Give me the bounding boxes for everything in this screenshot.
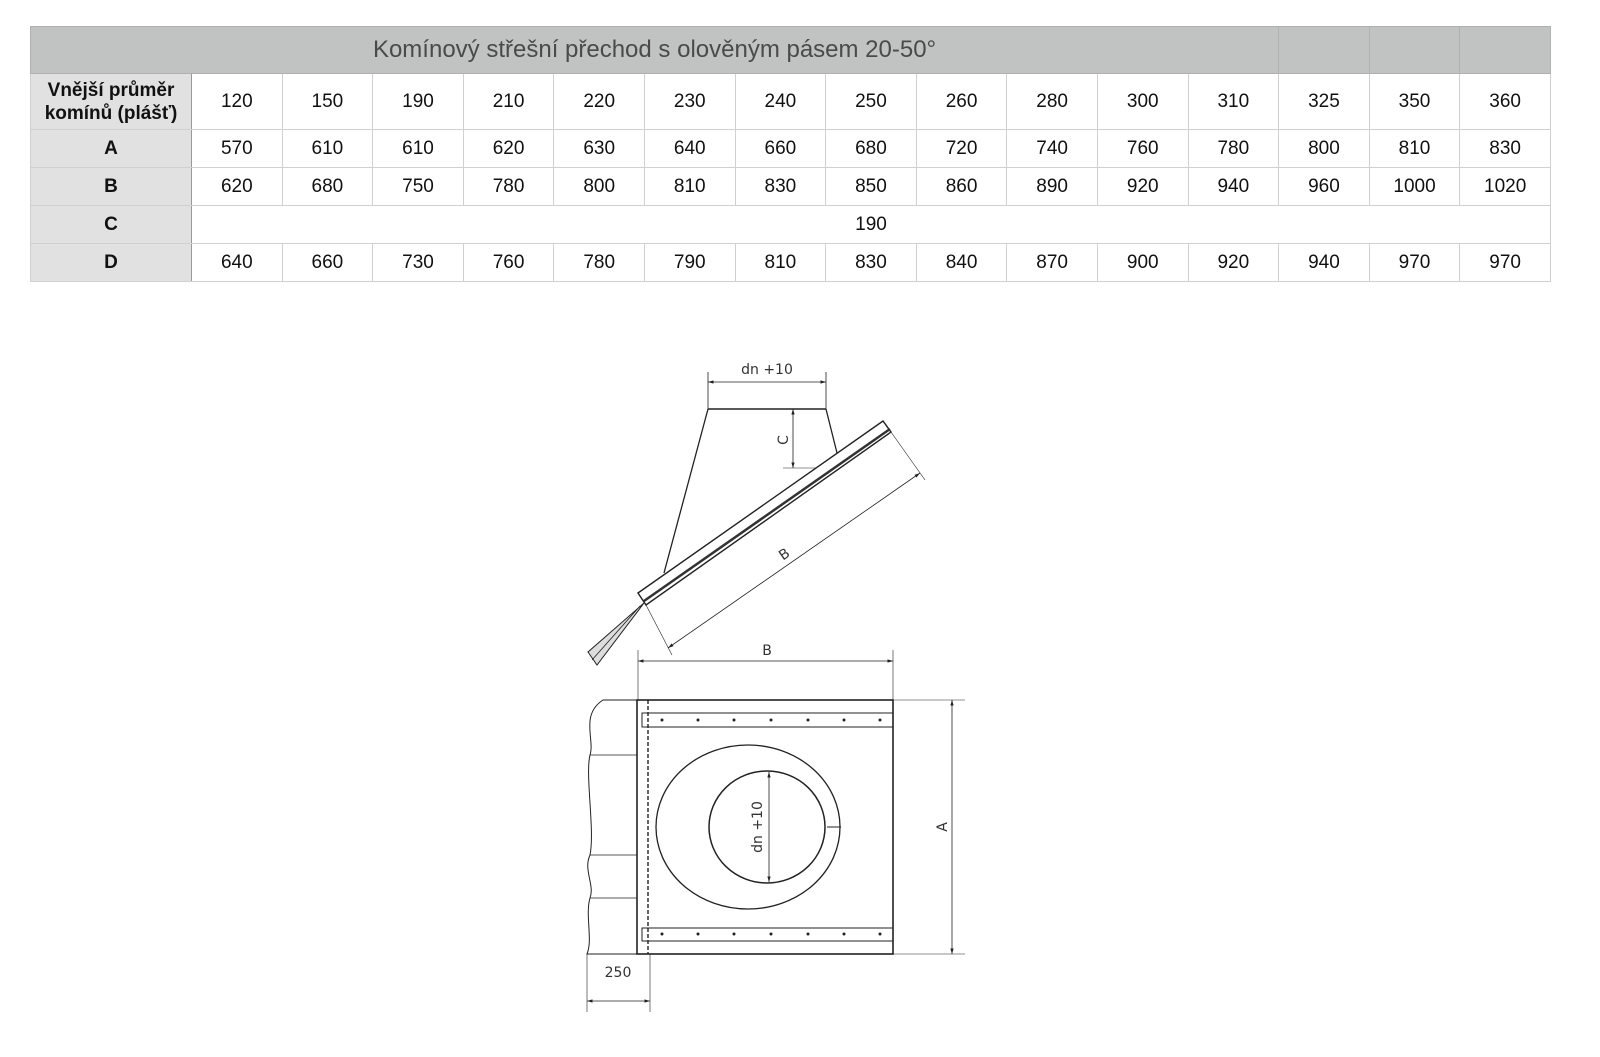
diameter-cell: 300 [1096, 73, 1189, 130]
diameter-cell: 250 [825, 73, 917, 130]
value-cell: 610 [281, 129, 374, 168]
diameter-cell: 120 [191, 73, 283, 130]
value-cell: 610 [372, 129, 464, 168]
value-cell: 850 [825, 167, 917, 206]
row-label: D [30, 243, 192, 282]
value-cell: 570 [191, 129, 283, 168]
value-cell: 640 [643, 129, 736, 168]
side-view: dn +10 C B [587, 362, 926, 666]
table-title: Komínový střešní přechod s olověným páse… [29, 26, 1280, 74]
roof-tiles [586, 699, 637, 955]
diameter-cell: 210 [462, 73, 555, 130]
value-cell: 890 [1006, 167, 1098, 206]
value-cell: 870 [1006, 243, 1098, 282]
diameter-cell: 350 [1368, 73, 1461, 130]
value-cell: 940 [1278, 243, 1370, 282]
value-cell: 630 [553, 129, 645, 168]
diameter-cell: 150 [281, 73, 374, 130]
value-cell: 760 [1096, 129, 1189, 168]
diameter-cell: 230 [643, 73, 736, 130]
row-label: B [30, 167, 192, 206]
diameter-cell: 220 [553, 73, 645, 130]
value-cell: 660 [281, 243, 374, 282]
value-cell: 780 [1187, 129, 1280, 168]
value-cell: 970 [1368, 243, 1461, 282]
value-cell: 810 [643, 167, 736, 206]
plate-outline [636, 699, 894, 955]
table-title-row: Komínový střešní přechod s olověným páse… [29, 26, 1551, 74]
value-cell: 1020 [1459, 167, 1551, 206]
b-slant-dimension-line [667, 472, 921, 649]
value-cell: 680 [825, 129, 917, 168]
chimney-opening [708, 770, 826, 884]
value-cell: 960 [1278, 167, 1370, 206]
value-cell: 640 [191, 243, 283, 282]
value-cell: 940 [1187, 167, 1280, 206]
value-cell: 920 [1187, 243, 1280, 282]
value-cell: 830 [1459, 129, 1551, 168]
diameter-cell: 240 [734, 73, 827, 130]
top-view: B dn +10 A 250 [586, 643, 965, 1012]
value-cell: 620 [462, 129, 555, 168]
value-cell: 830 [825, 243, 917, 282]
a-label: A [935, 822, 951, 832]
value-cell: 970 [1459, 243, 1551, 282]
chimney-right-edge [825, 408, 838, 454]
lead-strip [587, 602, 645, 666]
dimension-table: Komínový střešní přechod s olověným páse… [29, 26, 1551, 282]
row-label: C [30, 205, 192, 244]
value-cell: 660 [734, 129, 827, 168]
value-cell: 730 [372, 243, 464, 282]
dn-top-label: dn +10 [741, 362, 793, 378]
rivets [660, 718, 882, 936]
value-cell: 800 [553, 167, 645, 206]
top-rail [641, 712, 894, 728]
value-cell: 790 [643, 243, 736, 282]
diameter-header: Vnější průměr komínů (plášť) [30, 73, 192, 130]
overlap-label: 250 [605, 965, 632, 981]
diameter-cell: 190 [372, 73, 464, 130]
empty-header-cell [1368, 26, 1461, 74]
value-cell: 620 [191, 167, 283, 206]
diameter-cell: 360 [1459, 73, 1551, 130]
value-cell: 840 [915, 243, 1008, 282]
c-label: C [776, 435, 792, 445]
b-slant-label: B [776, 545, 793, 564]
bottom-rail [641, 927, 894, 942]
value-cell-merged: 190 [191, 205, 1551, 244]
row-label: A [30, 129, 192, 168]
value-cell: 810 [734, 243, 827, 282]
value-cell: 900 [1096, 243, 1189, 282]
value-cell: 1000 [1368, 167, 1461, 206]
outer-collar [655, 744, 841, 910]
b-horizontal-label: B [762, 643, 772, 659]
dn-circle-label: dn +10 [750, 801, 766, 853]
